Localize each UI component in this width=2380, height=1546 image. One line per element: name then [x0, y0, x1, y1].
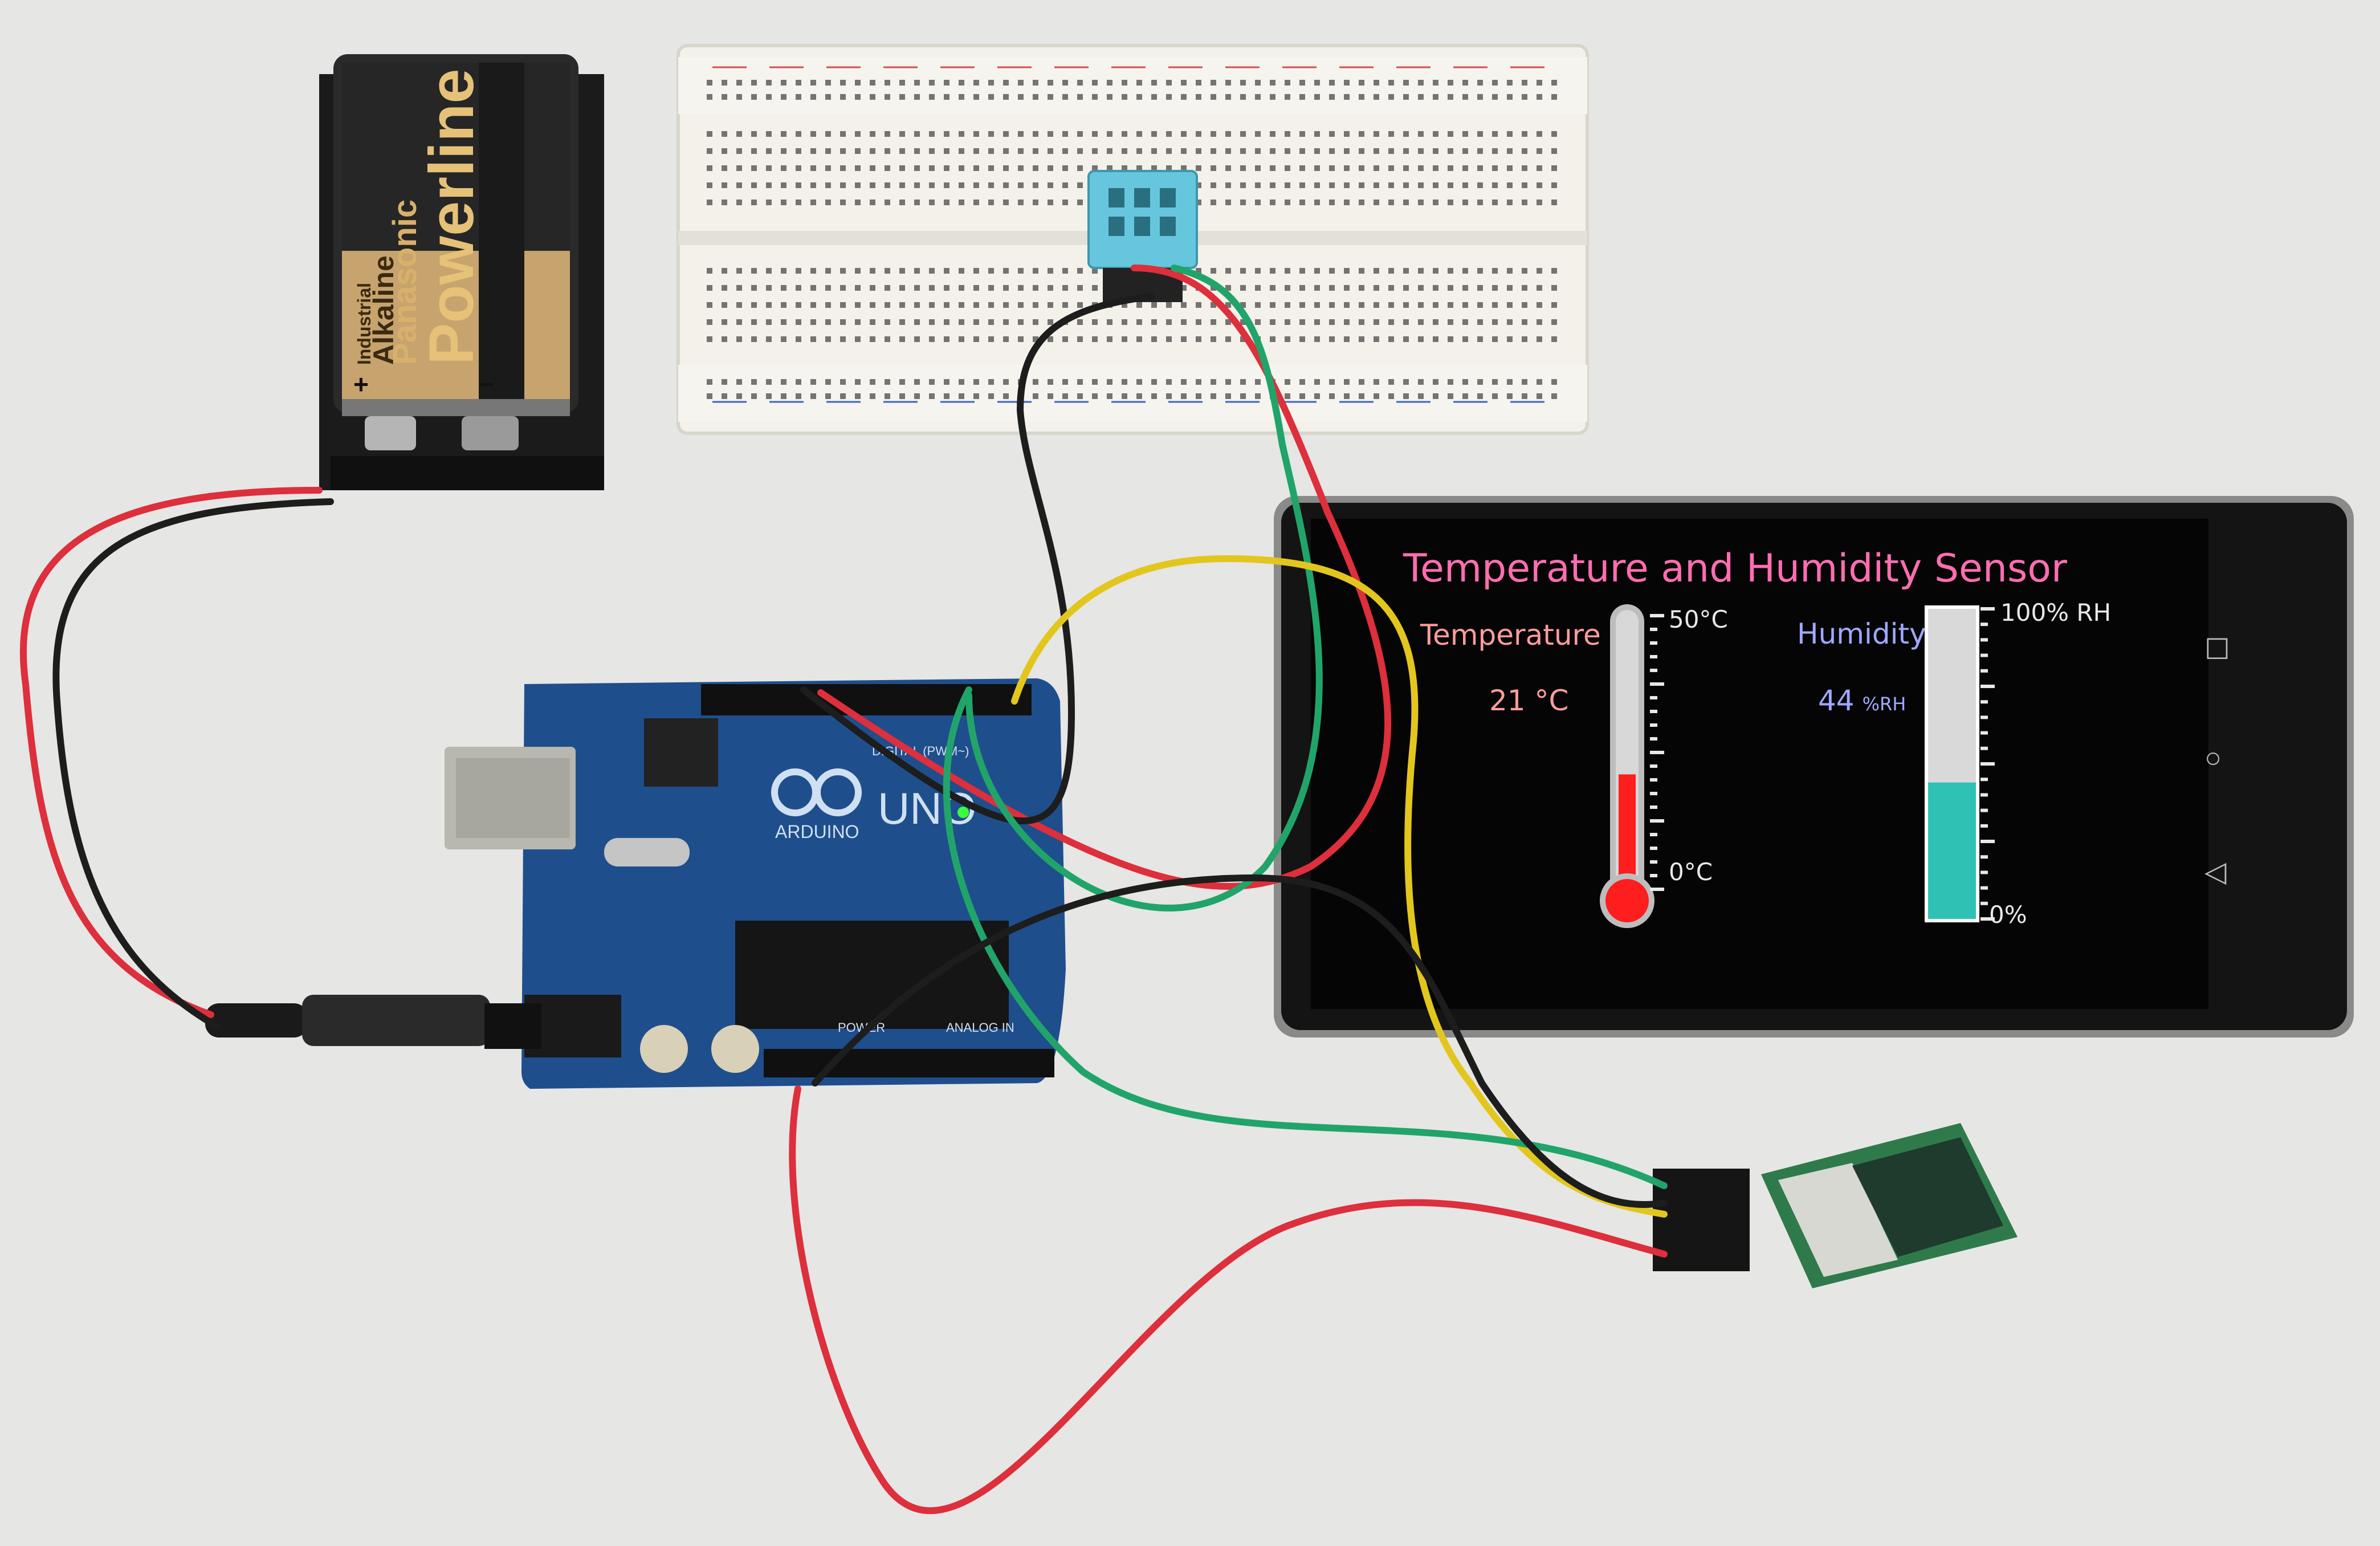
back-triangle-icon[interactable]: ◁ [2204, 856, 2227, 888]
app-title: Temperature and Humidity Sensor [1403, 546, 2067, 591]
arduino-logo-text: UNO [878, 783, 976, 833]
temperature-min-label: 0°C [1669, 858, 1713, 886]
humidity-scale [1980, 607, 1995, 921]
temperature-scale [1650, 614, 1664, 891]
dc-plug [205, 995, 541, 1049]
humidity-label: Humidity [1797, 617, 1926, 650]
battery-plus: + [353, 369, 369, 399]
humidity-gauge [1925, 605, 1995, 922]
arduino-analog-label: ANALOG IN [946, 1020, 1014, 1035]
battery-line2: Alkaline [368, 255, 400, 365]
arduino-brand: ARDUINO [775, 821, 859, 842]
phone-app-screen: Temperature and Humidity Sensor Temperat… [1311, 513, 2380, 1003]
humidity-value: 44 %RH [1818, 684, 1906, 717]
humidity-number: 44 [1818, 684, 1855, 717]
humidity-fill [1928, 782, 1976, 919]
battery [319, 54, 604, 490]
dht-sensor [1087, 170, 1198, 302]
battery-minus: − [479, 369, 494, 399]
bluetooth-module [1653, 1123, 2018, 1288]
temperature-max-label: 50°C [1669, 605, 1728, 633]
battery-label: Powerline Panasonic Alkaline Industrial … [353, 68, 494, 399]
breadboard [676, 44, 1589, 435]
temperature-label: Temperature [1420, 619, 1601, 652]
humidity-max-label: 100% RH [2000, 599, 2112, 626]
phone [1274, 496, 2354, 1038]
temperature-value: 21 °C [1489, 684, 1569, 717]
home-circle-icon[interactable]: ○ [2204, 742, 2222, 774]
battery-brand: Panasonic [386, 200, 423, 365]
humidity-unit: %RH [1862, 693, 1906, 715]
thermometer [1600, 604, 1664, 928]
humidity-min-label: 0% [1989, 901, 2027, 929]
recents-square-icon[interactable]: ☐ [2204, 633, 2230, 665]
battery-line1: Industrial [354, 283, 374, 365]
battery-product: Powerline [417, 68, 487, 365]
wires [19, 265, 1668, 1514]
